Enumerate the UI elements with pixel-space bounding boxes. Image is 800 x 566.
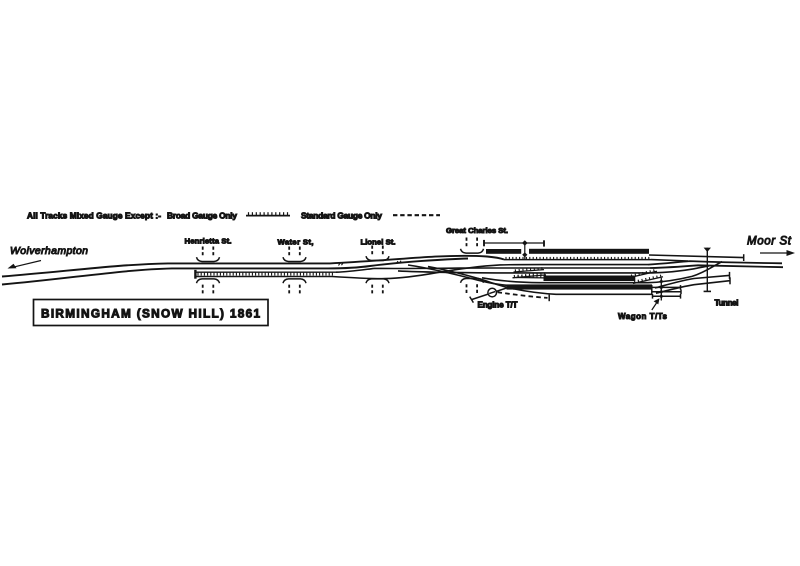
svg-text:Wagon T/Ts: Wagon T/Ts	[618, 312, 668, 321]
svg-text:Wolverhampton: Wolverhampton	[10, 245, 88, 257]
svg-text:Moor St: Moor St	[747, 236, 792, 248]
svg-text:Standard Gauge Only: Standard Gauge Only	[301, 211, 382, 221]
svg-text:Tunnel: Tunnel	[715, 299, 739, 308]
svg-text:Henrietta St.: Henrietta St.	[185, 237, 232, 246]
svg-text:Lionel St.: Lionel St.	[361, 238, 396, 247]
svg-text:Water St,: Water St,	[278, 238, 314, 247]
svg-text:BIRMINGHAM (SNOW HILL) 1861: BIRMINGHAM (SNOW HILL) 1861	[41, 307, 260, 321]
svg-text:All Tracks Mixed Gauge Except: All Tracks Mixed Gauge Except :-	[27, 211, 161, 221]
svg-text:Engine T/T: Engine T/T	[478, 301, 518, 310]
svg-text:Broad Gauge Only: Broad Gauge Only	[167, 211, 237, 221]
svg-text:Great Charles St.: Great Charles St.	[446, 226, 508, 235]
